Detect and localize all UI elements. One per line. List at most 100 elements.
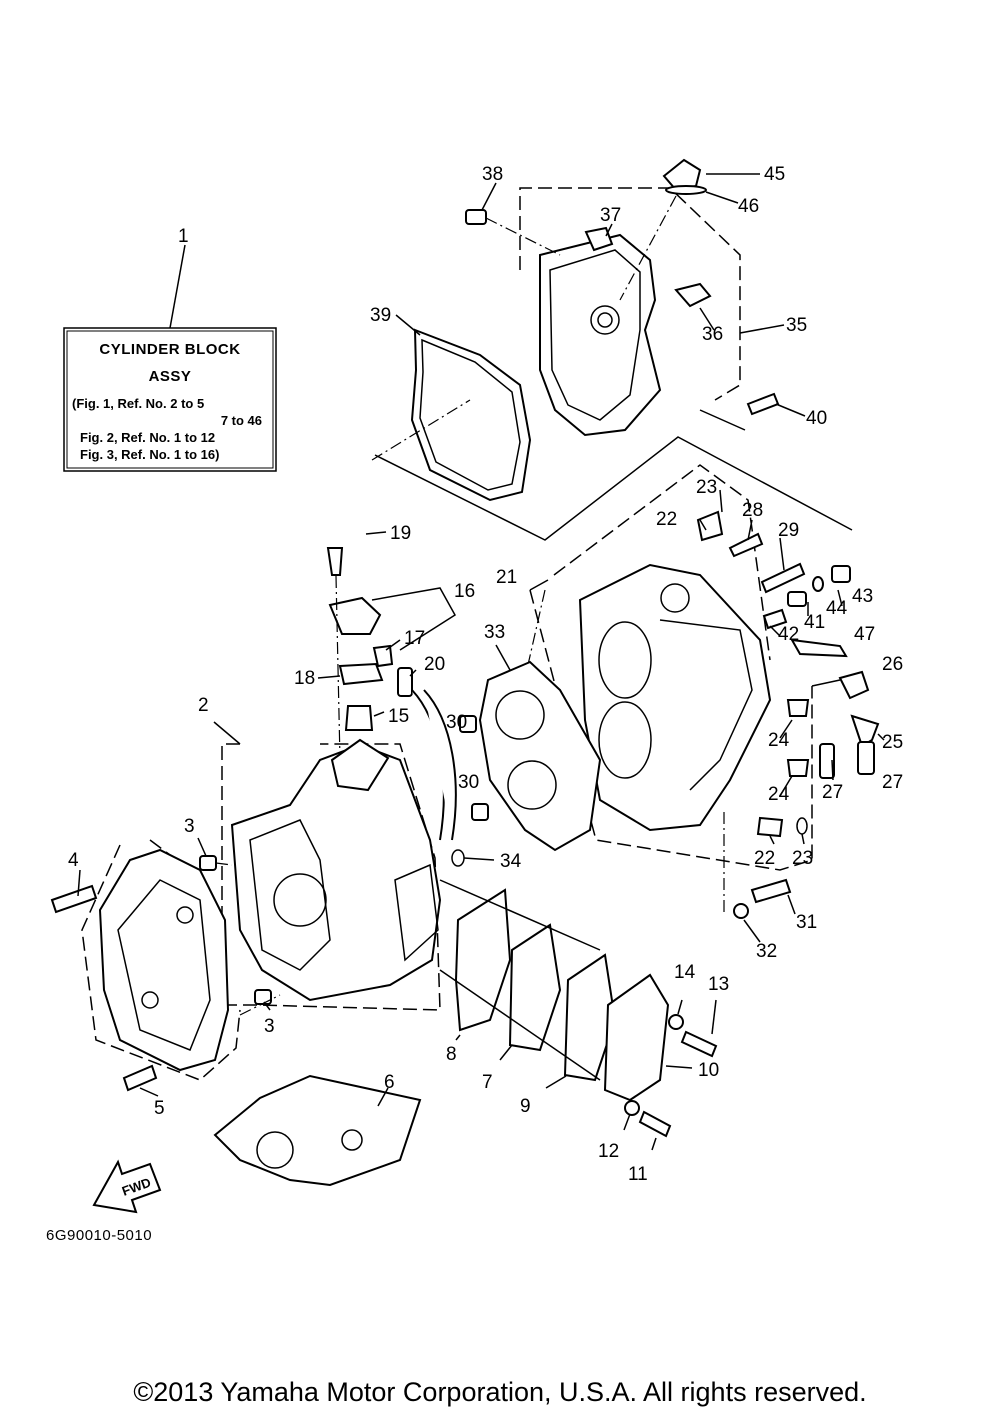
callout-32: 32	[756, 941, 777, 962]
callout-12: 12	[598, 1141, 619, 1162]
callout-42: 42	[778, 624, 799, 645]
callout-8: 8	[446, 1044, 457, 1065]
info-box-ref-line-3: Fig. 2, Ref. No. 1 to 12	[80, 430, 215, 445]
head-bolt-short	[728, 532, 764, 558]
anode-22	[756, 816, 784, 838]
bolt-4	[50, 884, 98, 914]
thermostat-group	[317, 531, 457, 841]
cover-grommet	[465, 209, 487, 225]
callout-30a: 30	[446, 712, 467, 733]
callout-41: 41	[804, 612, 825, 633]
callout-26: 26	[882, 654, 903, 675]
hose-27a	[819, 743, 835, 779]
dowel-3b	[254, 989, 272, 1005]
inner-cover-7	[508, 923, 562, 1052]
cap-o-ring	[665, 185, 707, 195]
callout-6: 6	[384, 1072, 395, 1093]
bolt-5	[122, 1064, 158, 1092]
breather-pipe	[674, 282, 712, 308]
info-box-ref-line-1: (Fig. 1, Ref. No. 2 to 5	[72, 396, 204, 411]
dowels-group	[451, 715, 495, 867]
callout-38: 38	[482, 164, 503, 185]
crankcase	[98, 848, 230, 1072]
info-box-ref-line-2: 7 to 46	[221, 413, 262, 428]
head-cover-group	[465, 158, 806, 437]
callout-25: 25	[882, 732, 903, 753]
assembly-info-box: CYLINDER BLOCK ASSY (Fig. 1, Ref. No. 2 …	[63, 244, 277, 472]
callout-10: 10	[698, 1060, 719, 1081]
callout-43: 43	[852, 586, 873, 607]
base-gasket	[213, 1074, 422, 1187]
callout-1: 1	[178, 226, 189, 247]
callout-numbers: 1 2 3 3 4 5 6 7 8 9 10 11 12 13 14 15 16…	[68, 164, 903, 1185]
callout-45: 45	[764, 164, 785, 185]
callout-34: 34	[500, 851, 522, 872]
callout-40: 40	[806, 408, 827, 429]
head-cover-gasket	[371, 314, 532, 502]
info-box-assy: ASSY	[149, 368, 192, 385]
fwd-arrow: FWD	[92, 1159, 162, 1214]
gasket-8	[454, 888, 512, 1032]
washer-12	[624, 1100, 640, 1116]
gasket-18	[338, 662, 384, 686]
callout-23b: 23	[792, 848, 813, 869]
cylinder-block-group	[197, 721, 442, 1016]
callout-18: 18	[294, 668, 315, 689]
callout-3b: 3	[264, 1016, 275, 1037]
hose-27b	[857, 741, 875, 775]
cylinder-block	[230, 743, 442, 1002]
crankcase-group	[50, 839, 241, 1097]
callout-33: 33	[484, 622, 505, 643]
cylinder-head-group	[519, 464, 885, 943]
grommet-17	[372, 644, 394, 668]
gasket-9	[563, 953, 617, 1082]
callout-23a: 23	[696, 477, 717, 498]
callout-4: 4	[68, 850, 79, 871]
breather-fitting	[584, 226, 614, 252]
callout-5: 5	[154, 1098, 165, 1119]
head-cover	[539, 233, 662, 437]
callout-39: 39	[370, 305, 391, 326]
callout-27a: 27	[822, 782, 843, 803]
callout-37: 37	[600, 205, 621, 226]
callout-22b: 22	[754, 848, 775, 869]
callout-2: 2	[198, 695, 209, 716]
callout-46: 46	[738, 196, 759, 217]
cover-bolt	[746, 392, 780, 416]
head-gasket	[478, 644, 602, 852]
callout-24a: 24	[768, 730, 790, 751]
callout-21: 21	[496, 567, 517, 588]
plug-small	[787, 591, 807, 607]
nipple-24b	[786, 759, 810, 777]
exhaust-cover-group	[439, 879, 718, 1151]
info-box-title: CYLINDER BLOCK	[99, 341, 240, 358]
nipple-24a	[786, 699, 810, 717]
callout-16: 16	[454, 581, 475, 602]
plug-43	[831, 565, 851, 583]
callout-19: 19	[390, 523, 411, 544]
washer-14	[668, 1014, 684, 1030]
callout-36: 36	[702, 324, 723, 345]
callout-14: 14	[674, 962, 696, 983]
callout-22a: 22	[656, 509, 677, 530]
callout-9: 9	[520, 1096, 531, 1117]
callout-29: 29	[778, 520, 799, 541]
callout-11: 11	[628, 1164, 648, 1185]
dowel-3a	[199, 855, 217, 871]
thermostat-cover	[328, 596, 382, 635]
callout-3a: 3	[184, 816, 195, 837]
outer-cover-10	[603, 973, 670, 1102]
elbow-26	[838, 670, 870, 700]
bolt-19	[326, 547, 344, 576]
callout-28: 28	[742, 500, 763, 521]
callout-47: 47	[854, 624, 875, 645]
thermostat	[344, 705, 374, 731]
anode-cover	[696, 510, 724, 542]
callout-31: 31	[796, 912, 817, 933]
bolt-31	[750, 878, 792, 904]
cylinder-head	[578, 563, 772, 832]
callout-13: 13	[708, 974, 729, 995]
callout-44: 44	[826, 598, 848, 619]
head-bolt-long	[760, 562, 806, 594]
